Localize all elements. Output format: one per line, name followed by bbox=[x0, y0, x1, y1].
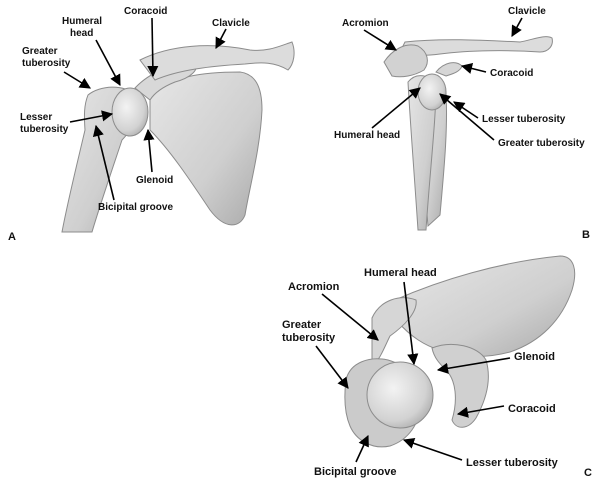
label-coracoid-b: Coracoid bbox=[490, 68, 533, 79]
label-bicipital-groove-c: Bicipital groove bbox=[314, 466, 397, 478]
panel-c: Acromion Humeral head Greater tuberosity… bbox=[282, 255, 592, 479]
label-lesser-tuberosity-a-2: tuberosity bbox=[20, 124, 69, 135]
label-greater-tuberosity-c-2: tuberosity bbox=[282, 332, 336, 344]
label-clavicle-a: Clavicle bbox=[212, 18, 250, 29]
panel-letter-a: A bbox=[8, 231, 16, 243]
panel-a: Humeral head Coracoid Clavicle Greater t… bbox=[8, 6, 295, 243]
label-acromion-b: Acromion bbox=[342, 18, 389, 29]
label-glenoid-c: Glenoid bbox=[514, 351, 555, 363]
panel-letter-b: B bbox=[582, 229, 590, 241]
label-bicipital-groove-a: Bicipital groove bbox=[98, 202, 173, 213]
label-humeral-head-a-1: Humeral bbox=[62, 16, 102, 27]
label-coracoid-c: Coracoid bbox=[508, 403, 556, 415]
label-clavicle-b: Clavicle bbox=[508, 6, 546, 17]
label-humeral-head-c: Humeral head bbox=[364, 267, 437, 279]
acromion-c bbox=[371, 297, 417, 368]
label-coracoid-a: Coracoid bbox=[124, 6, 167, 17]
clavicle-b bbox=[399, 36, 553, 56]
humeral-head-b bbox=[417, 73, 447, 111]
label-greater-tuberosity-a-1: Greater bbox=[22, 46, 58, 57]
label-lesser-tuberosity-b: Lesser tuberosity bbox=[482, 114, 566, 125]
label-humeral-head-b: Humeral head bbox=[334, 130, 400, 141]
coracoid-c bbox=[431, 343, 489, 428]
label-glenoid-a: Glenoid bbox=[136, 175, 173, 186]
label-lesser-tuberosity-a-1: Lesser bbox=[20, 112, 52, 123]
label-acromion-c: Acromion bbox=[288, 281, 340, 293]
label-humeral-head-a-2: head bbox=[70, 28, 93, 39]
label-lesser-tuberosity-c: Lesser tuberosity bbox=[466, 457, 559, 469]
label-greater-tuberosity-b: Greater tuberosity bbox=[498, 138, 585, 149]
label-greater-tuberosity-a-2: tuberosity bbox=[22, 58, 71, 69]
coracoid-b bbox=[435, 62, 463, 77]
panel-b: Acromion Clavicle Coracoid Lesser tubero… bbox=[334, 6, 590, 241]
humeral-head-a bbox=[111, 87, 149, 137]
humeral-head-c bbox=[366, 361, 434, 429]
panel-letter-c: C bbox=[584, 467, 592, 479]
scapula-a bbox=[149, 71, 263, 226]
label-greater-tuberosity-c-1: Greater bbox=[282, 319, 322, 331]
acromion-b bbox=[383, 44, 428, 78]
